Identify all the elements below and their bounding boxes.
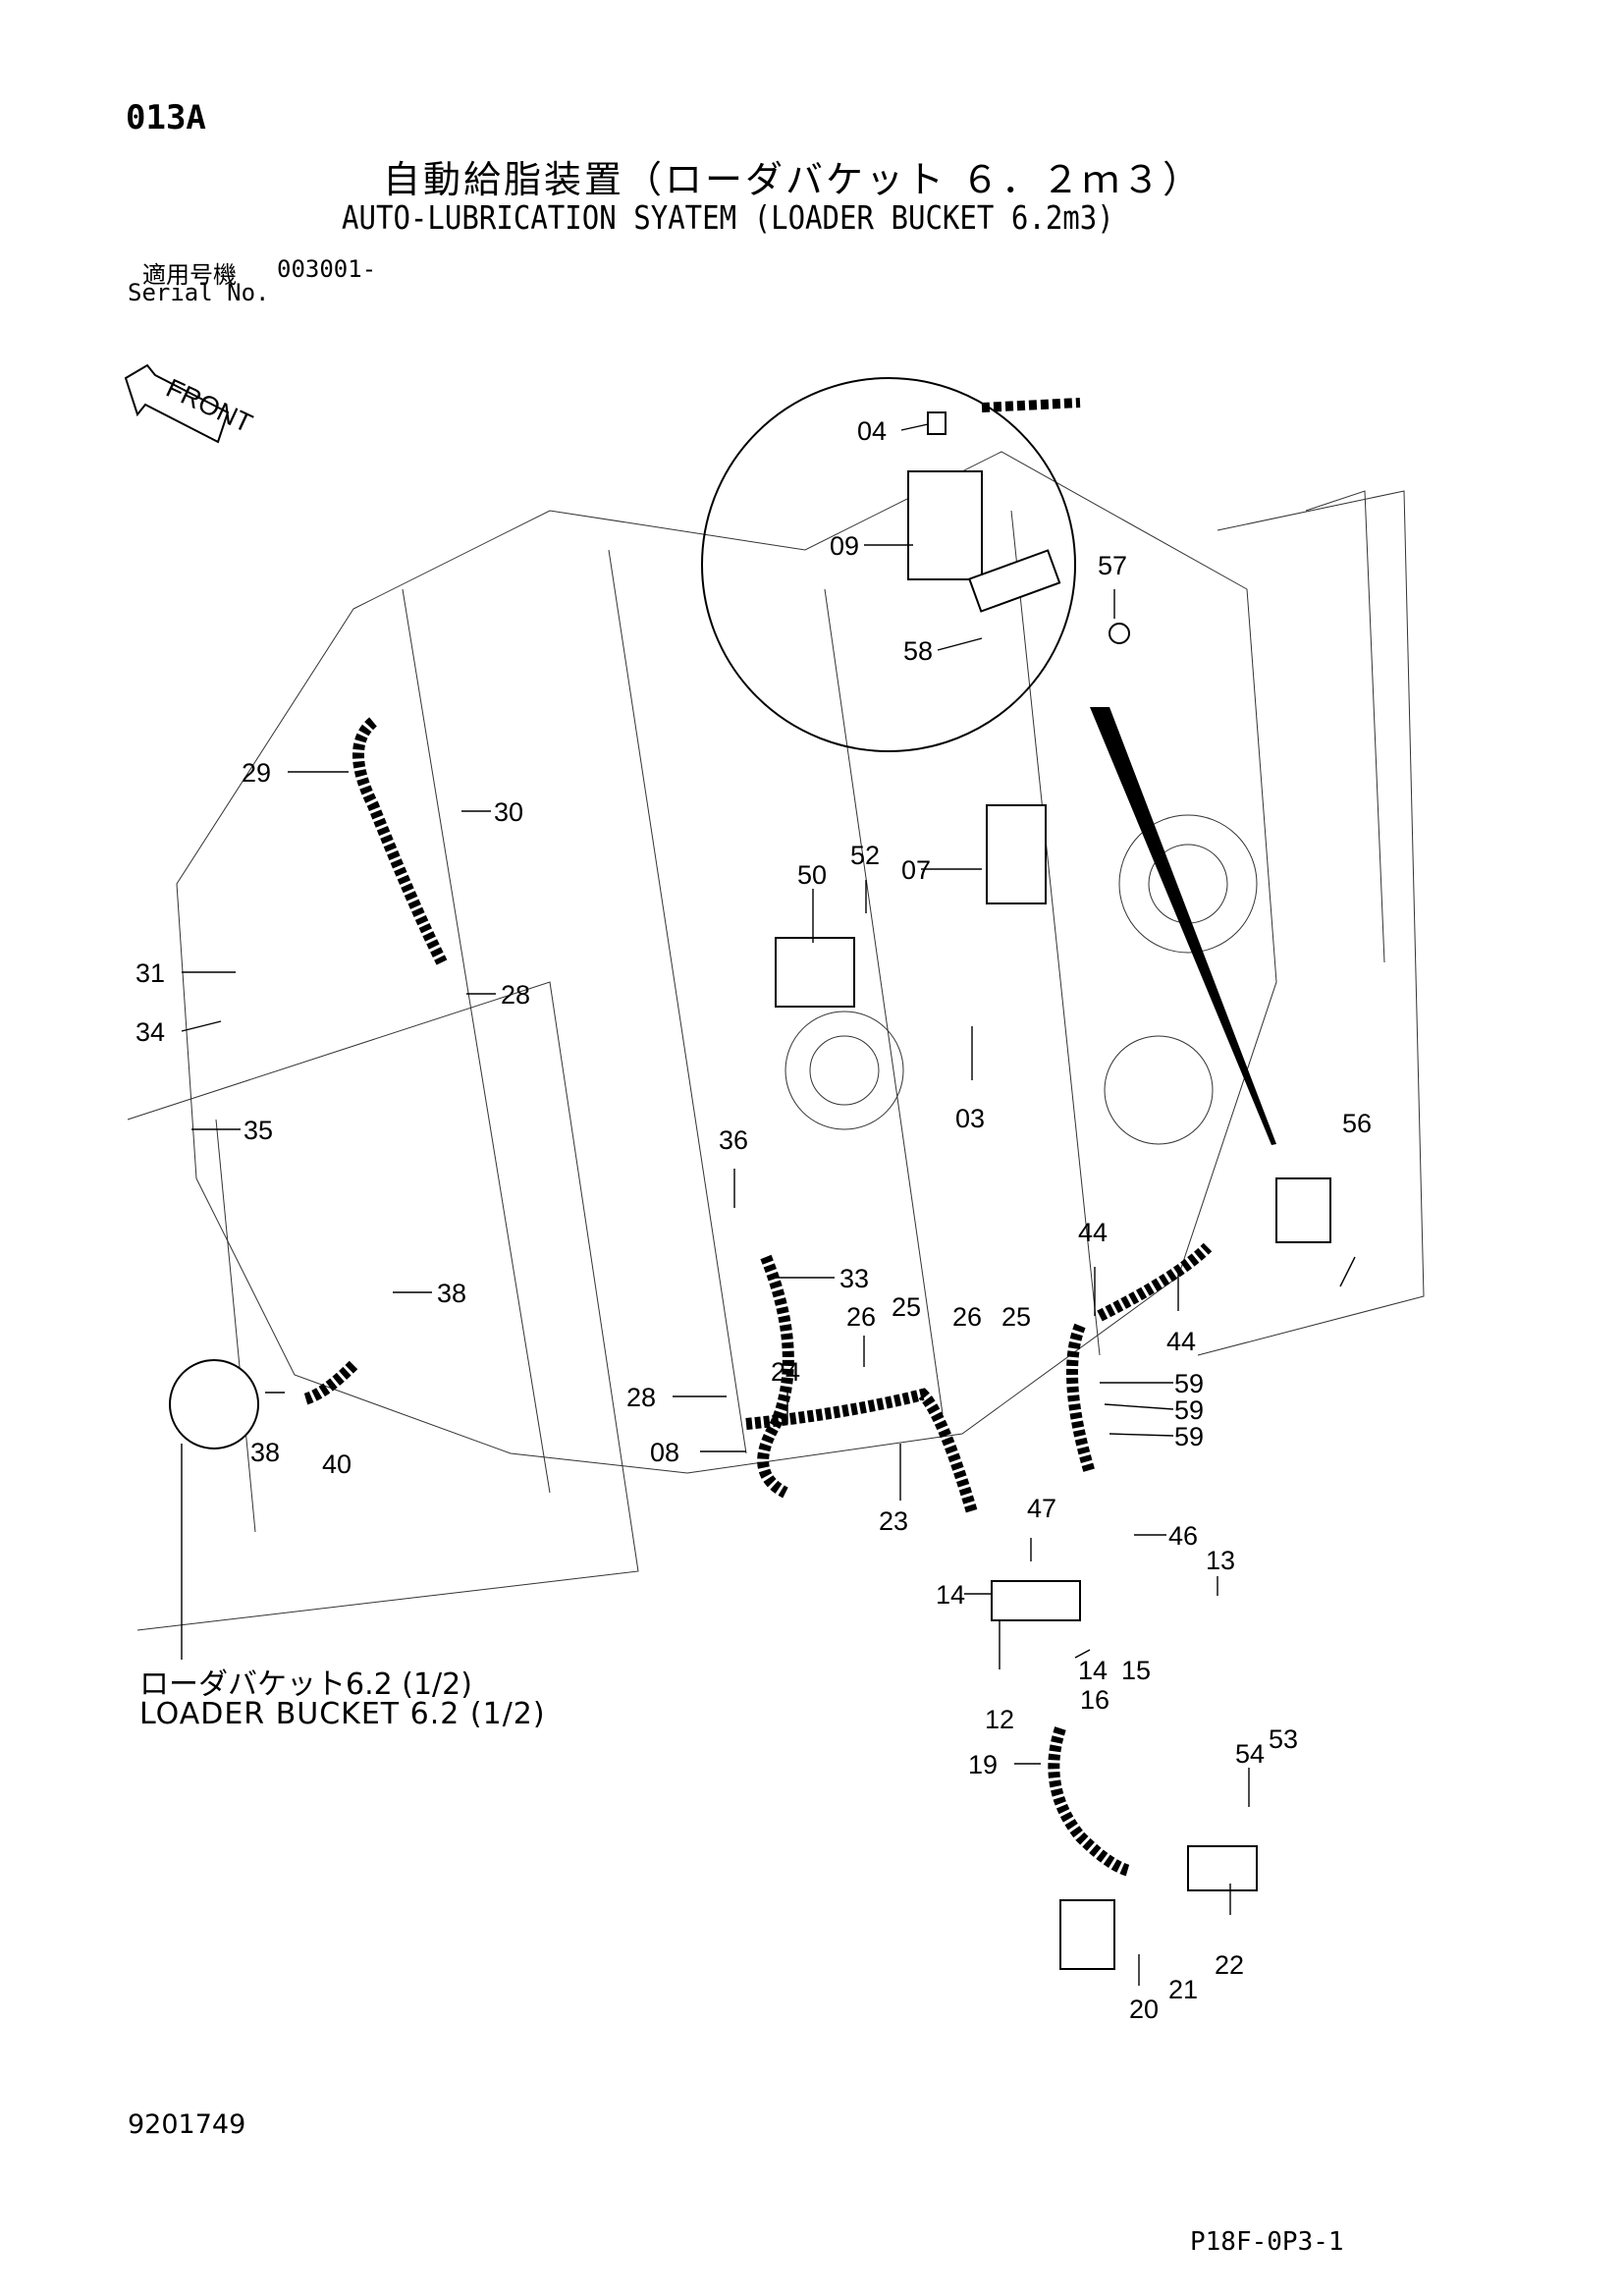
part-label: 59 — [1174, 1369, 1204, 1398]
part-label: 03 — [955, 1104, 985, 1133]
part-label: 50 — [797, 860, 827, 890]
page-title-japanese: 自動給脂装置（ローダバケット ６．２ｍ３） — [383, 158, 1204, 201]
part-label: 20 — [1129, 1995, 1159, 2024]
serial-number-value: 003001- — [277, 255, 377, 283]
reference-label-english: LOADER BUCKET 6.2 (1/2) — [139, 1697, 546, 1731]
front-marker-label: FRONT — [162, 373, 257, 438]
part-label: 25 — [892, 1292, 921, 1322]
part-label: 38 — [250, 1438, 280, 1467]
part-label: 26 — [846, 1302, 876, 1332]
part-label: 52 — [850, 841, 880, 870]
part-label: 16 — [1080, 1685, 1109, 1715]
part-label: 08 — [650, 1438, 679, 1467]
part-label: 38 — [437, 1279, 466, 1308]
page-title-english: AUTO-LUBRICATION SYATEM (LOADER BUCKET 6… — [342, 198, 1114, 237]
part-label: 44 — [1166, 1327, 1196, 1356]
distributor-block-installed — [1275, 1177, 1331, 1243]
part-label: 57 — [1098, 551, 1127, 580]
mount-plate — [775, 937, 855, 1008]
mount-bracket — [968, 549, 1061, 613]
part-label: 28 — [501, 980, 530, 1010]
part-number-labels: 04 09 57 58 29 30 31 34 28 35 38 38 40 5… — [135, 416, 1372, 2024]
part-label: 14 — [1078, 1656, 1108, 1685]
part-label: 28 — [626, 1383, 656, 1412]
part-label: 29 — [242, 758, 271, 788]
bracket-part — [1187, 1845, 1258, 1891]
plate-part — [1059, 1899, 1115, 1970]
reference-label-japanese: ローダバケット6.2 (1/2) — [139, 1667, 472, 1702]
part-label: 09 — [830, 531, 859, 561]
part-label: 23 — [879, 1506, 908, 1536]
part-label: 36 — [719, 1125, 748, 1155]
part-label: 40 — [322, 1449, 352, 1479]
machine-frame-outline — [127, 451, 1425, 1631]
part-label: 13 — [1206, 1546, 1235, 1575]
part-label: 07 — [901, 855, 931, 885]
part-label: 54 — [1235, 1739, 1265, 1769]
part-label: 58 — [903, 636, 933, 666]
part-label: 04 — [857, 416, 887, 446]
part-label: 19 — [968, 1750, 998, 1779]
detail-callout — [701, 377, 1276, 1145]
part-label: 30 — [494, 797, 523, 827]
part-label: 25 — [1001, 1302, 1031, 1332]
hose-assemblies — [169, 717, 1331, 1970]
document-number: 9201749 — [128, 2109, 246, 2140]
part-label: 31 — [135, 958, 165, 988]
part-label: 33 — [839, 1264, 869, 1293]
serial-label-japanese: 適用号機 — [142, 261, 237, 289]
part-label: 53 — [1269, 1724, 1298, 1754]
bracket-07 — [986, 804, 1047, 904]
front-arrow-icon — [124, 363, 230, 444]
part-label: 21 — [1168, 1975, 1198, 2004]
page-reference: P18F-0P3-1 — [1190, 2227, 1344, 2257]
part-label: 59 — [1174, 1422, 1204, 1451]
part-label: 35 — [243, 1116, 273, 1145]
serial-label-english: Serial No. — [128, 279, 270, 306]
part-label: 14 — [936, 1580, 965, 1610]
part-label: 44 — [1078, 1218, 1108, 1247]
elbow-fitting — [927, 411, 947, 435]
part-label: 12 — [985, 1705, 1014, 1734]
part-label: 56 — [1342, 1109, 1372, 1138]
part-label: 59 — [1174, 1395, 1204, 1425]
part-label: 24 — [771, 1357, 800, 1387]
junction-block — [991, 1580, 1081, 1621]
leader-lines — [181, 423, 1356, 1986]
bolt-part — [1109, 623, 1130, 644]
part-label: 47 — [1027, 1494, 1056, 1523]
part-label: 26 — [952, 1302, 982, 1332]
part-label: 22 — [1215, 1950, 1244, 1980]
part-label: 46 — [1168, 1521, 1198, 1551]
part-label: 15 — [1121, 1656, 1151, 1685]
pivot-disc — [169, 1359, 259, 1449]
distributor-block — [907, 470, 983, 580]
part-label: 34 — [135, 1017, 165, 1047]
page-code: 013A — [126, 98, 206, 137]
